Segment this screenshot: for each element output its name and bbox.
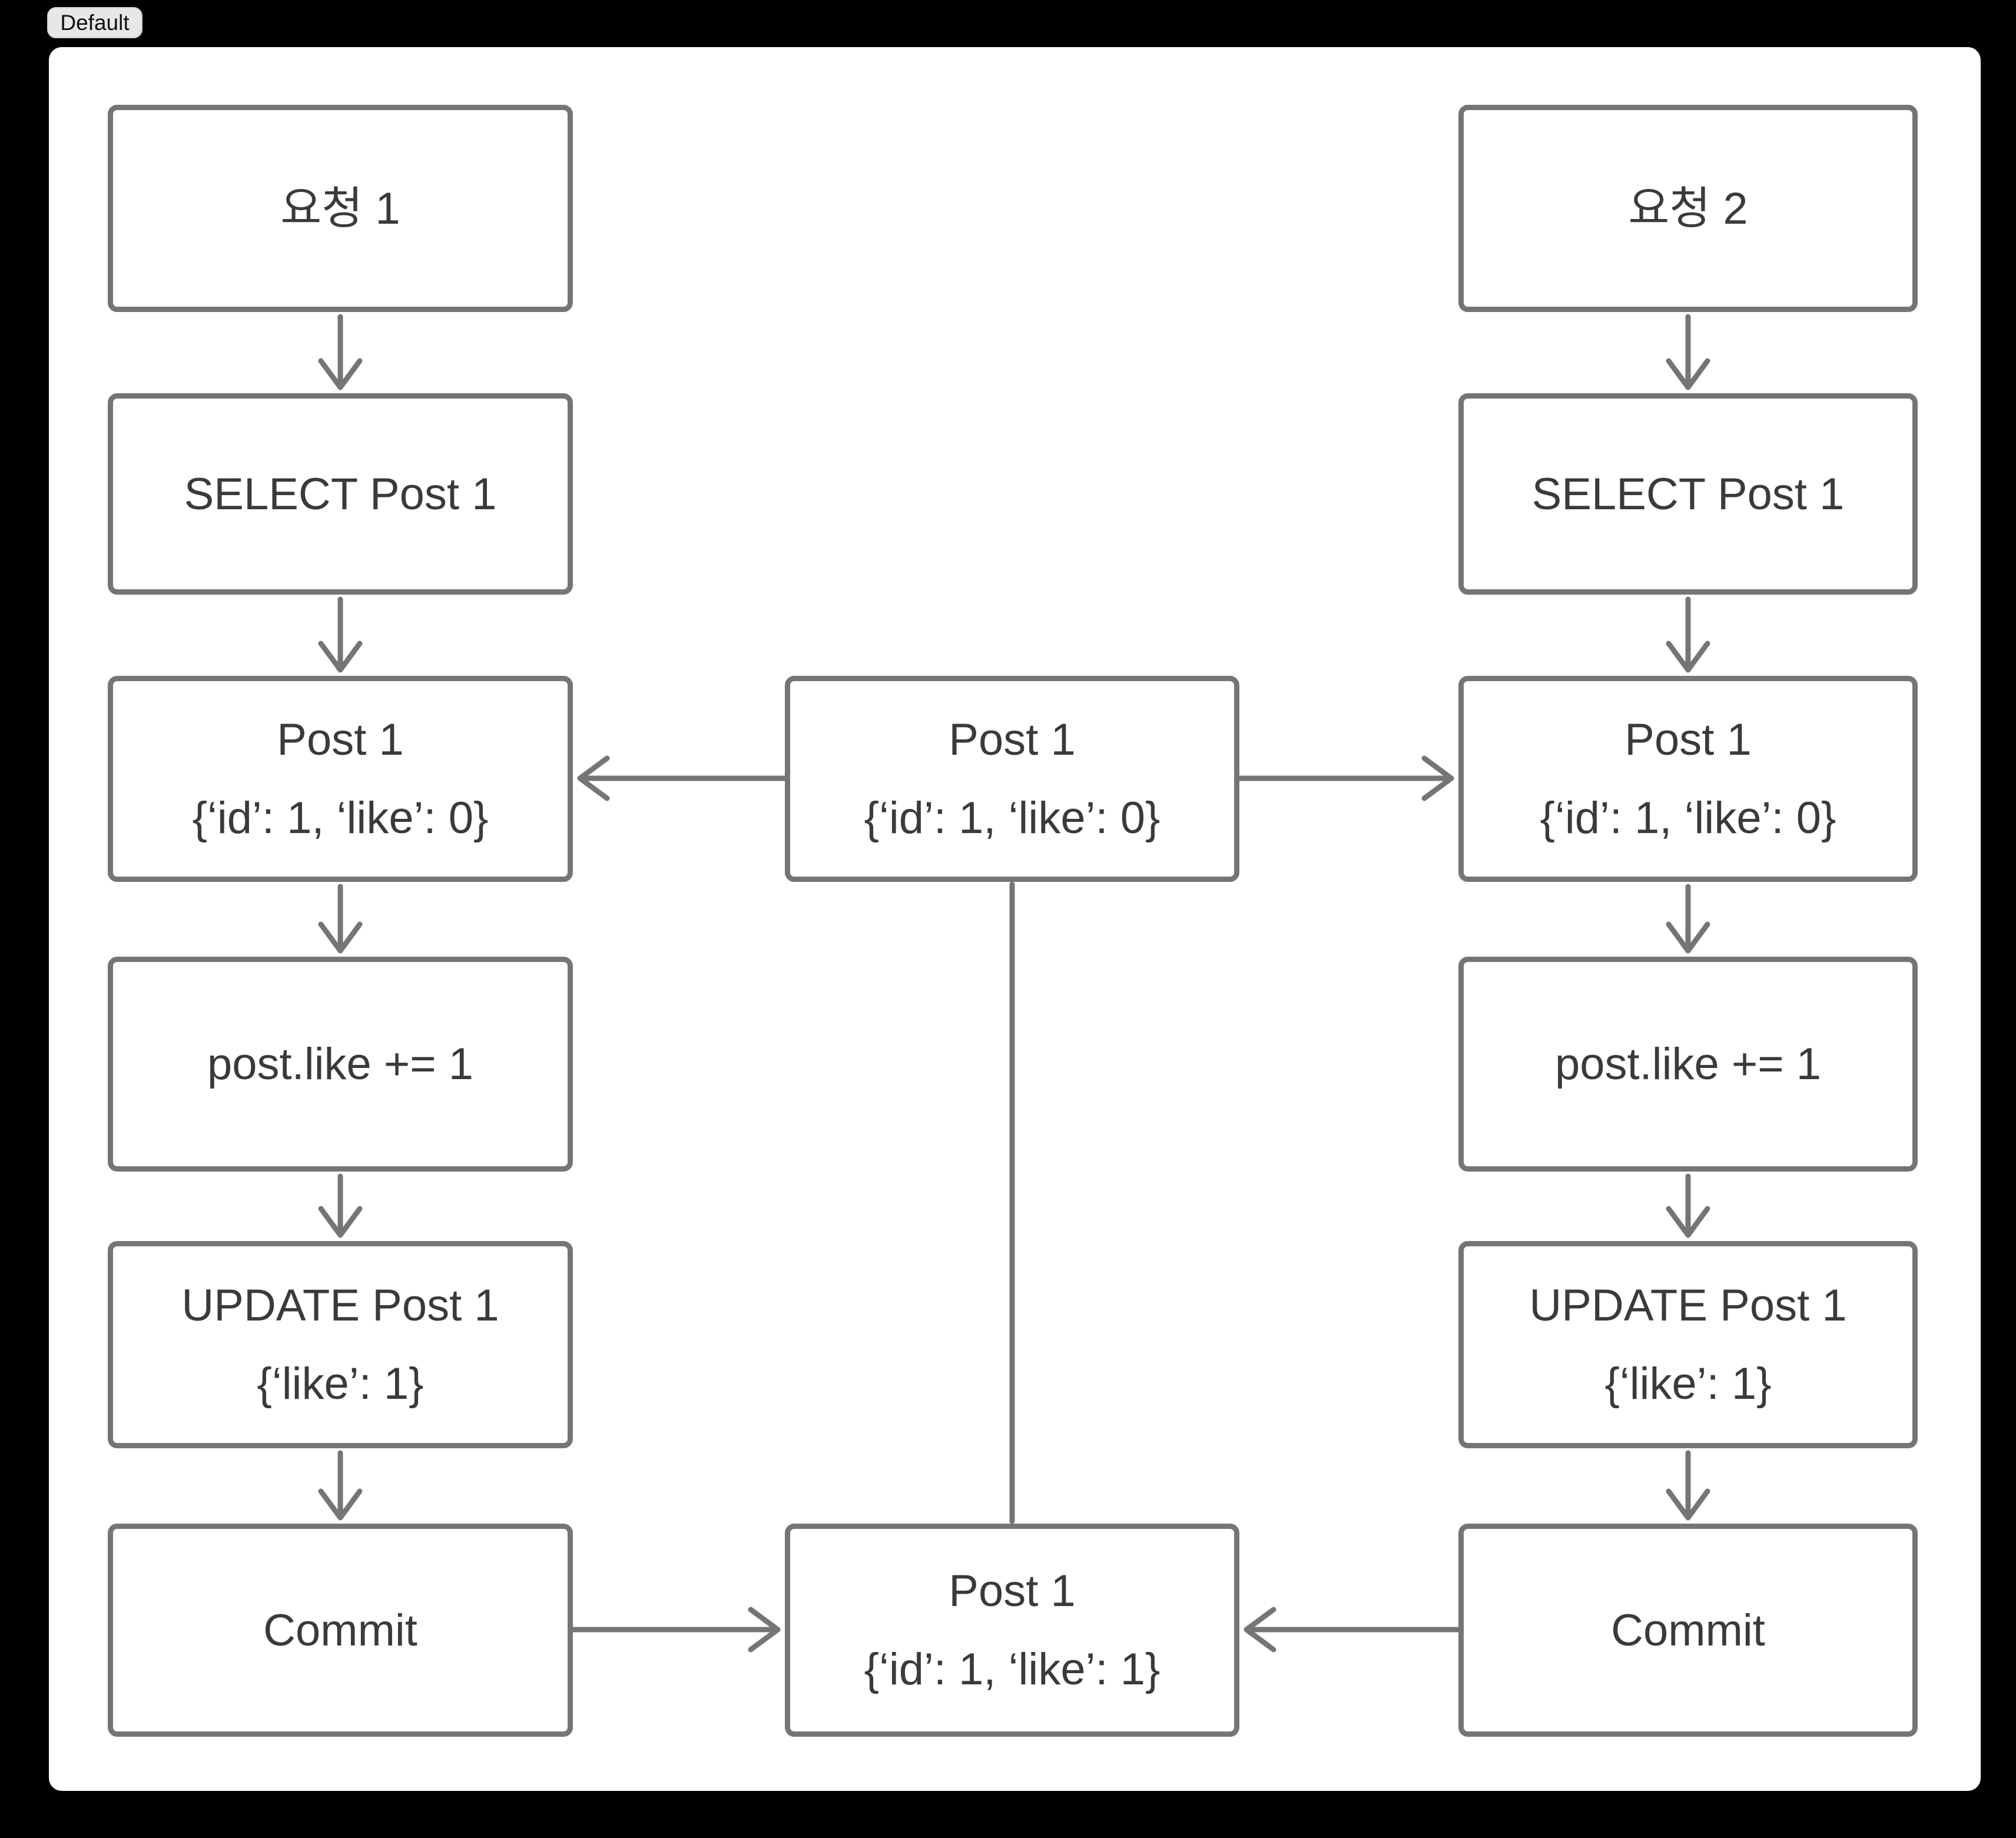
node-label: Post 1 bbox=[949, 1566, 1076, 1616]
node-db-state-after: Post 1 {‘id’: 1, ‘like’: 1} bbox=[785, 1524, 1239, 1737]
node-request-1: 요청 1 bbox=[108, 105, 573, 312]
diagram-canvas bbox=[49, 47, 1981, 1791]
node-sublabel: {‘id’: 1, ‘like’: 0} bbox=[192, 793, 489, 843]
node-label: Commit bbox=[263, 1605, 417, 1655]
node-label: post.like += 1 bbox=[1554, 1039, 1822, 1089]
node-update-post1-left: UPDATE Post 1 {‘like’: 1} bbox=[108, 1241, 573, 1448]
node-select-post1-left: SELECT Post 1 bbox=[108, 393, 573, 595]
node-label: post.like += 1 bbox=[207, 1039, 474, 1089]
node-increment-left: post.like += 1 bbox=[108, 957, 573, 1172]
node-select-post1-right: SELECT Post 1 bbox=[1458, 393, 1918, 595]
node-label: Commit bbox=[1611, 1605, 1765, 1655]
node-increment-right: post.like += 1 bbox=[1458, 957, 1918, 1172]
node-label: Post 1 bbox=[949, 715, 1076, 765]
node-label: 요청 2 bbox=[1628, 183, 1748, 234]
node-label: SELECT Post 1 bbox=[184, 469, 497, 519]
node-sublabel: {‘id’: 1, ‘like’: 0} bbox=[864, 793, 1160, 843]
node-sublabel: {‘id’: 1, ‘like’: 1} bbox=[864, 1644, 1160, 1694]
node-update-post1-right: UPDATE Post 1 {‘like’: 1} bbox=[1458, 1241, 1918, 1448]
node-sublabel: {‘like’: 1} bbox=[257, 1359, 424, 1409]
node-sublabel: {‘like’: 1} bbox=[1604, 1359, 1772, 1409]
node-label: Post 1 bbox=[1624, 715, 1752, 765]
node-db-state-before: Post 1 {‘id’: 1, ‘like’: 0} bbox=[785, 676, 1239, 882]
node-label: Post 1 bbox=[277, 715, 404, 765]
node-commit-left: Commit bbox=[108, 1524, 573, 1737]
node-request-2: 요청 2 bbox=[1458, 105, 1918, 312]
node-label: UPDATE Post 1 bbox=[1529, 1280, 1847, 1331]
node-sublabel: {‘id’: 1, ‘like’: 0} bbox=[1540, 793, 1836, 843]
node-label: 요청 1 bbox=[280, 183, 400, 234]
node-label: SELECT Post 1 bbox=[1531, 469, 1845, 519]
node-label: UPDATE Post 1 bbox=[181, 1280, 499, 1331]
node-commit-right: Commit bbox=[1458, 1524, 1918, 1737]
node-post1-read-left: Post 1 {‘id’: 1, ‘like’: 0} bbox=[108, 676, 573, 882]
node-post1-read-right: Post 1 {‘id’: 1, ‘like’: 0} bbox=[1458, 676, 1918, 882]
default-mode-chip[interactable]: Default bbox=[47, 7, 142, 38]
